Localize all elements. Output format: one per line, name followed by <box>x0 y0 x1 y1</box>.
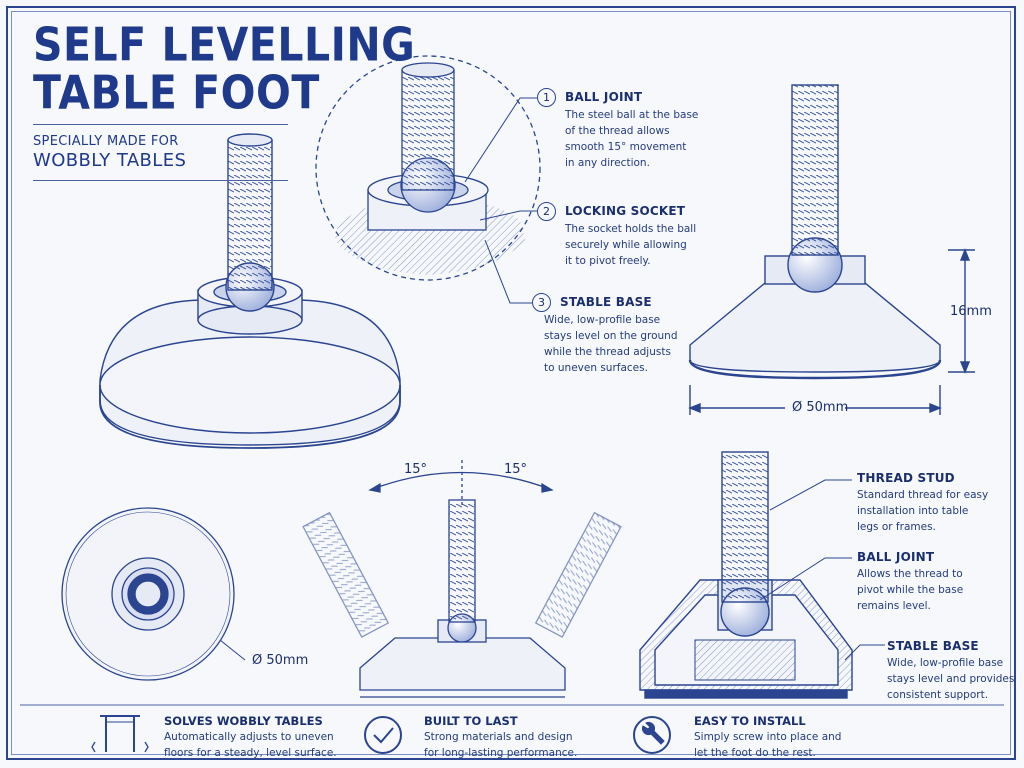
callout-line: legs or frames. <box>857 521 936 533</box>
callout-line: installation into table <box>857 505 969 517</box>
callout-line: in any direction. <box>565 157 650 169</box>
callout-line: it to pivot freely. <box>565 255 651 267</box>
tilt-angle-left-label: 15° <box>404 462 428 477</box>
feature-line: for long-lasting performance. <box>424 747 578 759</box>
callout-line: to uneven surfaces. <box>544 362 648 374</box>
callout-line: remains level. <box>857 600 931 612</box>
page-title-line-1: SELF LEVELLING <box>33 17 416 72</box>
callout-leader-lines <box>464 97 537 304</box>
callout-line: consistent support. <box>887 689 989 701</box>
callout-line: stays level and provides <box>887 673 1015 685</box>
feature-text-install: Simply screw into place and let the foot… <box>694 729 841 761</box>
feature-heading-wobbly: SOLVES WOBBLY TABLES <box>164 714 323 728</box>
title-rule <box>33 124 288 125</box>
page-title-line-2: TABLE FOOT <box>33 65 320 120</box>
feature-line: let the foot do the rest. <box>694 747 816 759</box>
tilt-range-drawing <box>302 460 622 698</box>
feature-heading-built: BUILT TO LAST <box>424 714 518 728</box>
callout-heading-stable-base: STABLE BASE <box>560 295 652 309</box>
subtitle-rule <box>33 180 288 181</box>
callout-line: stays level on the ground <box>544 330 678 342</box>
checkmark-icon <box>364 716 402 754</box>
feature-line: Strong materials and design <box>424 731 573 743</box>
diameter-dimension-label: Ø 50mm <box>792 400 849 415</box>
section-heading-stable-base: STABLE BASE <box>887 639 979 653</box>
callout-number-2: 2 <box>537 202 556 221</box>
callout-heading-locking-socket: LOCKING SOCKET <box>565 204 686 218</box>
callout-number-3: 3 <box>532 293 551 312</box>
callout-line: pivot while the base <box>857 584 964 596</box>
feature-line: floors for a steady, level surface. <box>164 747 337 759</box>
subtitle-line-2: WOBBLY TABLES <box>33 150 187 171</box>
callout-text-ball-joint: The steel ball at the base of the thread… <box>565 107 698 171</box>
height-dimension-label: 16mm <box>950 304 992 319</box>
callout-heading-ball-joint: BALL JOINT <box>565 90 643 104</box>
section-text-thread-stud: Standard thread for easy installation in… <box>857 487 988 535</box>
callout-line: Wide, low-profile base <box>887 657 1004 669</box>
inner-frame <box>11 11 1011 755</box>
section-view-drawing <box>639 451 885 699</box>
subtitle-line-1: SPECIALLY MADE FOR <box>33 134 179 149</box>
feature-text-built: Strong materials and design for long-las… <box>424 729 577 761</box>
callout-text-locking-socket: The socket holds the ball securely while… <box>565 221 696 269</box>
top-view-diameter-label: Ø 50mm <box>252 653 309 668</box>
perspective-foot-illustration <box>99 133 401 449</box>
ball-joint-detail-illustration <box>315 55 541 281</box>
callout-line: of the thread allows <box>565 125 670 137</box>
callout-line: while the thread adjusts <box>544 346 671 358</box>
callout-line: Standard thread for easy <box>857 489 989 501</box>
callout-line: The steel ball at the base <box>565 109 699 121</box>
callout-line: smooth 15° movement <box>565 141 687 153</box>
feature-heading-install: EASY TO INSTALL <box>694 714 806 728</box>
section-text-stable-base: Wide, low-profile base stays level and p… <box>887 655 1014 703</box>
feature-line: Simply screw into place and <box>694 731 842 743</box>
callout-line: The socket holds the ball <box>565 223 697 235</box>
callout-line: Allows the thread to <box>857 568 963 580</box>
table-icon <box>91 715 149 753</box>
section-heading-thread-stud: THREAD STUD <box>857 471 955 485</box>
side-elevation-drawing <box>688 84 975 415</box>
tilt-angle-right-label: 15° <box>504 462 528 477</box>
feature-text-wobbly: Automatically adjusts to uneven floors f… <box>164 729 337 761</box>
callout-line: securely while allowing <box>565 239 687 251</box>
callout-number-1: 1 <box>537 88 556 107</box>
wrench-icon <box>633 716 671 754</box>
section-heading-ball-joint: BALL JOINT <box>857 550 935 564</box>
feature-line: Automatically adjusts to uneven <box>164 731 334 743</box>
outer-frame <box>6 6 1016 760</box>
top-view-drawing <box>61 507 246 681</box>
callout-line: Wide, low-profile base <box>544 314 661 326</box>
section-text-ball-joint: Allows the thread to pivot while the bas… <box>857 566 963 614</box>
callout-text-stable-base: Wide, low-profile base stays level on th… <box>544 312 678 376</box>
